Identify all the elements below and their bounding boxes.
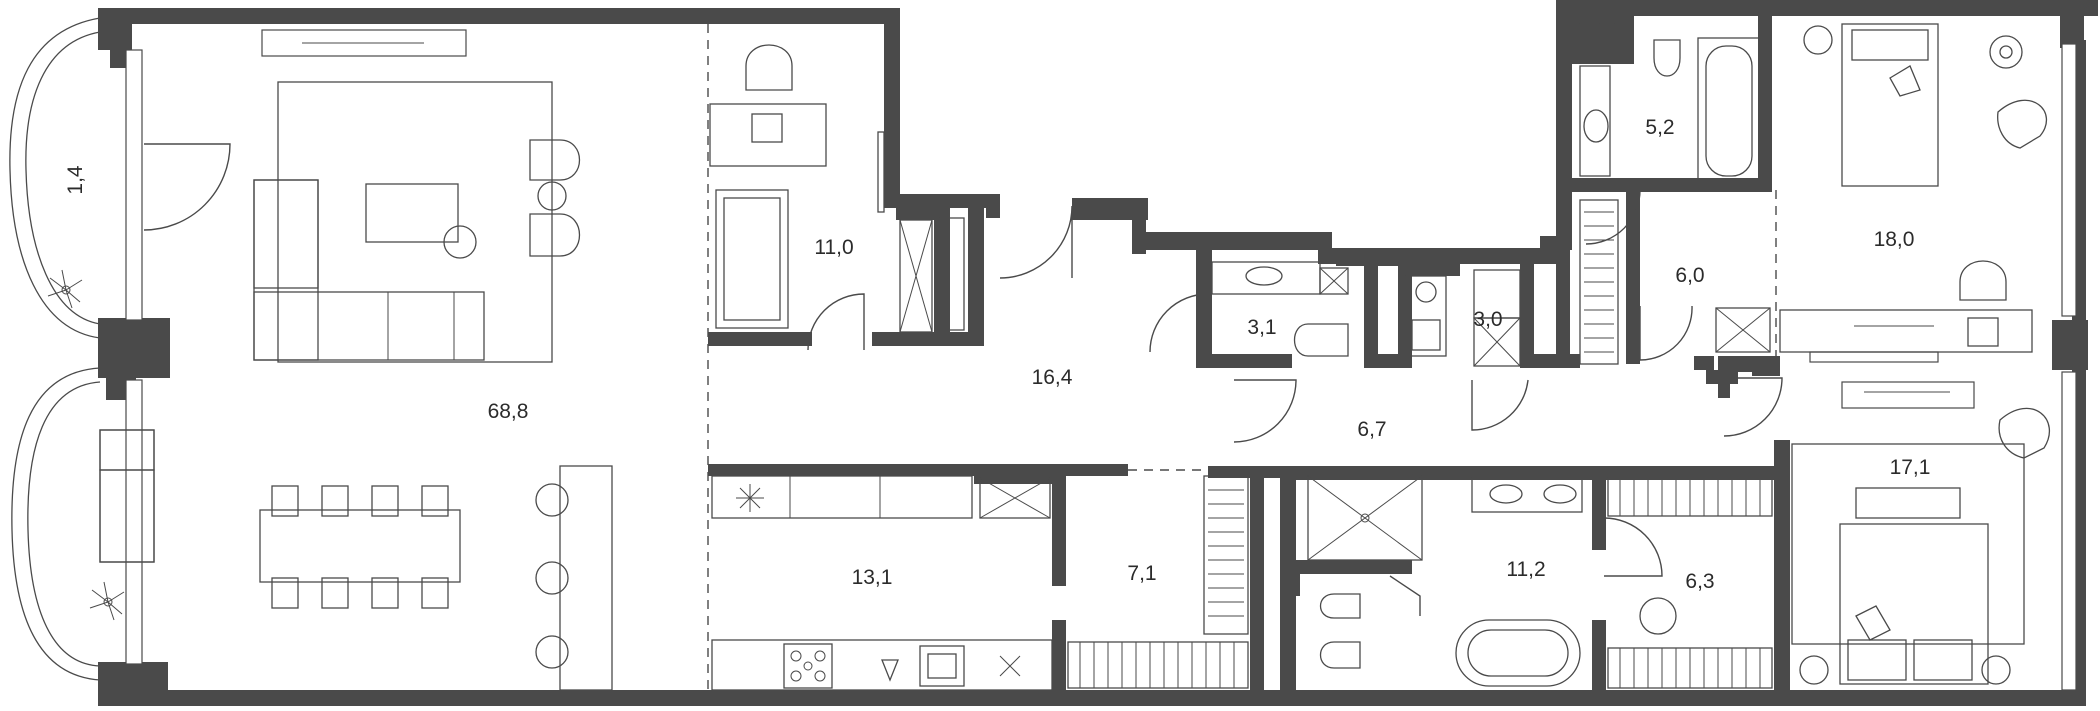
room-area-study: 11,0 xyxy=(814,236,853,259)
room-area-storage: 7,1 xyxy=(1127,562,1156,585)
room-area-bath-master: 11,2 xyxy=(1506,558,1545,581)
room-area-laundry: 3,0 xyxy=(1473,308,1502,331)
room-area-dressing-north: 6,0 xyxy=(1675,264,1704,287)
room-area-bedroom-north: 18,0 xyxy=(1874,228,1915,251)
furniture xyxy=(253,23,2050,691)
room-area-corridor: 6,7 xyxy=(1357,418,1386,441)
area-labels: 1,4 68,8 11,0 16,4 3,1 3,0 6,7 5,2 6,0 1… xyxy=(64,116,1930,593)
balconies xyxy=(9,17,155,681)
windows xyxy=(125,29,2077,691)
room-area-dressing-south: 6,3 xyxy=(1685,570,1714,593)
room-area-balcony: 1,4 xyxy=(64,165,87,195)
zone-lines xyxy=(707,24,1777,690)
room-area-kitchen: 13,1 xyxy=(852,566,893,589)
room-area-living: 68,8 xyxy=(488,400,529,423)
doors xyxy=(143,143,1783,616)
room-area-hall: 16,4 xyxy=(1032,366,1073,389)
walls xyxy=(98,0,2098,706)
room-area-bedroom-master: 17,1 xyxy=(1890,456,1931,479)
room-area-bath-small: 5,2 xyxy=(1645,116,1674,139)
room-area-wc-guest: 3,1 xyxy=(1247,316,1276,339)
